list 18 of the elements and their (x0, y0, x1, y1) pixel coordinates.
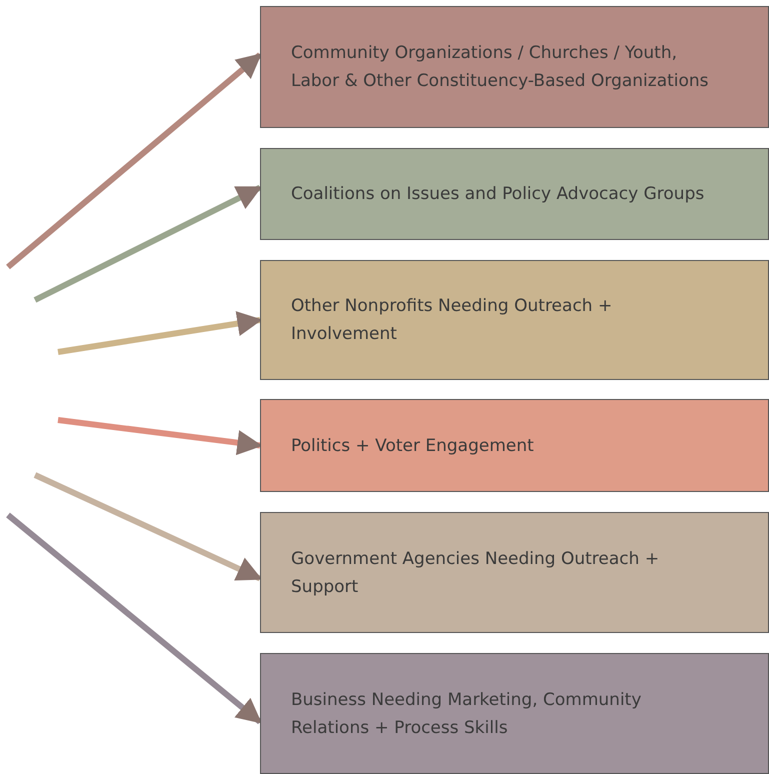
arrow (58, 417, 262, 456)
arrow (6, 512, 262, 724)
category-box (260, 260, 769, 380)
arrow (6, 52, 262, 270)
category-label: Government Agencies Needing Outreach + Support (291, 548, 660, 598)
arrow (34, 472, 262, 582)
category-label: Community Organizations / Churches / Youth, Labor & Other Constituency-Based Organizations (291, 42, 710, 93)
category-box (260, 399, 769, 492)
category-box (260, 653, 769, 774)
category-box (260, 148, 769, 240)
category-label: Coalitions on Issues and Policy Advocacy Groups (291, 183, 704, 206)
category-box (260, 6, 769, 128)
category-label: Other Nonprofits Needing Outreach + Involvement (291, 295, 614, 346)
category-label: Business Needing Marketing, Community Relations + Process Skills (291, 688, 642, 740)
arrow (34, 184, 262, 303)
category-label: Politics + Voter Engagement (291, 434, 534, 458)
arrow (58, 311, 262, 355)
category-box (260, 512, 769, 633)
